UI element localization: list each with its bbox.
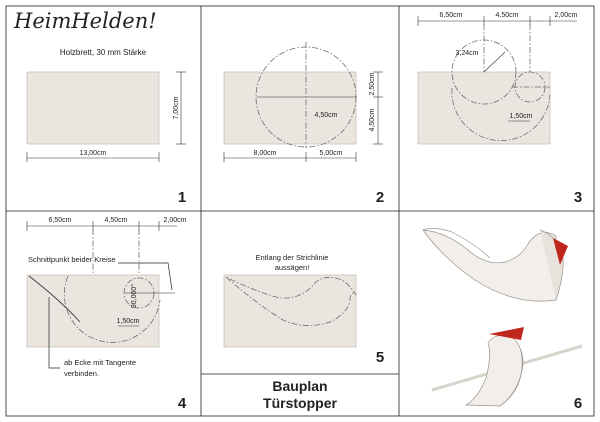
panel2-right-bottom-label: 4,50cm	[369, 108, 376, 131]
panel3-top-label-1: 6,50cm	[440, 12, 463, 19]
panel4-top-label-3: 2,00cm	[164, 217, 187, 224]
bird-top-beak	[553, 238, 568, 265]
panel1-board	[26, 71, 160, 145]
panel-4: 6,50cm 4,50cm 2,00cm Schnittpunkt beider…	[26, 217, 187, 412]
panel4-top-label-1: 6,50cm	[49, 217, 72, 224]
panel4-tangent-arrow	[48, 297, 60, 369]
panel-2: 4,50cm 8,00cm 5,00cm 2,50cm 4,50cm 2	[223, 42, 384, 206]
panel2-right-dimension	[373, 71, 383, 145]
panel4-angle-label: 90,000°	[130, 284, 138, 308]
panel3-small-radius-label: 3,24cm	[456, 50, 479, 57]
panel-grid	[5, 5, 595, 417]
panel4-tangent-line	[28, 275, 81, 323]
title-block: Bauplan Türstopper	[263, 378, 337, 411]
panel4-top-label-2: 4,50cm	[105, 217, 128, 224]
panel2-right-top-label: 2,50cm	[369, 72, 376, 95]
panel3-top-label-2: 4,50cm	[496, 12, 519, 19]
panel4-number: 4	[178, 395, 187, 412]
panel1-width-dimension	[26, 152, 160, 162]
panel2-bottom-dimension	[223, 152, 357, 162]
panel3-board	[417, 71, 551, 145]
panel4-top-dimension	[26, 221, 177, 231]
panel3-number: 3	[574, 189, 582, 206]
panel5-note-line2: aussägen!	[275, 263, 310, 272]
panel4-intersection-note: Schnittpunkt beider Kreise	[28, 255, 116, 264]
panel2-radius-label: 4,50cm	[315, 112, 338, 119]
panel4-tangent-note-line2: verbinden.	[64, 369, 99, 378]
panel6-number: 6	[574, 395, 582, 412]
panel3-small-circle	[451, 39, 517, 105]
bird-bottom-beak	[489, 327, 524, 340]
title-line1: Bauplan	[272, 378, 327, 394]
panel2-bottom-right-label: 5,00cm	[320, 150, 343, 157]
panel5-cut-line	[225, 276, 357, 326]
panel2-number: 2	[376, 189, 384, 206]
panel3-top-label-3: 2,00cm	[555, 12, 578, 19]
panel-5: Entlang der Strichlinie aussägen! 5	[223, 253, 384, 366]
panel1-height-label: 7,00cm	[173, 96, 180, 119]
panel1-height-dimension	[176, 71, 186, 145]
panel1-number: 1	[178, 189, 186, 206]
panel5-number: 5	[376, 349, 384, 366]
panel2-board	[223, 71, 357, 145]
bird-doorstop-bottom	[431, 327, 583, 407]
panel5-note-line1: Entlang der Strichlinie	[256, 253, 329, 262]
panel-3: 6,50cm 4,50cm 2,00cm 3,24cm 1,50cm 3	[417, 12, 582, 206]
brand-logo: HeimHelden!	[13, 9, 157, 33]
panel-6: 6	[422, 228, 583, 412]
panel2-bottom-left-label: 8,00cm	[254, 150, 277, 157]
panel-1: HeimHelden! Holzbrett, 30 mm Stärke 13,0…	[13, 9, 186, 206]
panel4-tangent-note-line1: ab Ecke mit Tangente	[64, 358, 136, 367]
panel4-board	[26, 274, 160, 348]
panel3-inner-label: 1,50cm	[510, 113, 533, 120]
title-line2: Türstopper	[263, 395, 337, 411]
panel4-intersection-arrow	[118, 262, 173, 291]
panel1-caption: Holzbrett, 30 mm Stärke	[60, 48, 147, 57]
bird-doorstop-top	[422, 228, 568, 302]
panel5-board	[223, 274, 357, 348]
panel1-width-label: 13,00cm	[80, 150, 107, 157]
panel4-inner-label: 1,50cm	[117, 318, 140, 325]
